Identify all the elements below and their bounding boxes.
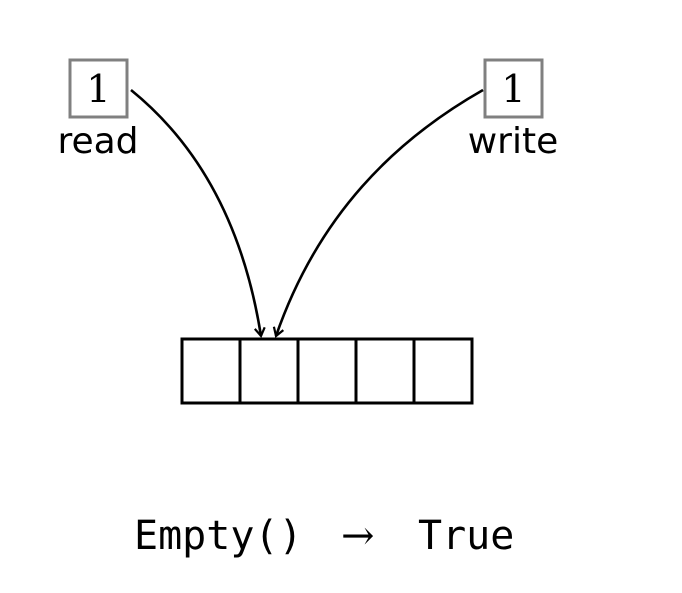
caption-arrow: → [341,513,375,559]
write-label: write [468,121,559,162]
read-arrow [130,88,266,339]
buffer-cell-0 [180,337,242,405]
read-index-value: 1 [86,67,110,111]
caption: Empty() → True [134,513,514,559]
write-arrow [272,88,484,338]
caption-call: Empty() [134,513,303,559]
buffer-cell-4 [412,337,474,405]
write-index-box [483,58,544,119]
buffer-cell-2 [296,337,358,405]
buffer-cell-3 [354,337,416,405]
read-pointer: 1 read [57,58,139,162]
read-label: read [57,121,138,162]
write-pointer: 1 write [468,58,559,162]
read-index-box [68,58,129,119]
buffer-array [180,337,474,405]
caption-result: True [418,513,514,559]
buffer-cell-1 [238,337,300,405]
write-index-value: 1 [501,67,525,111]
